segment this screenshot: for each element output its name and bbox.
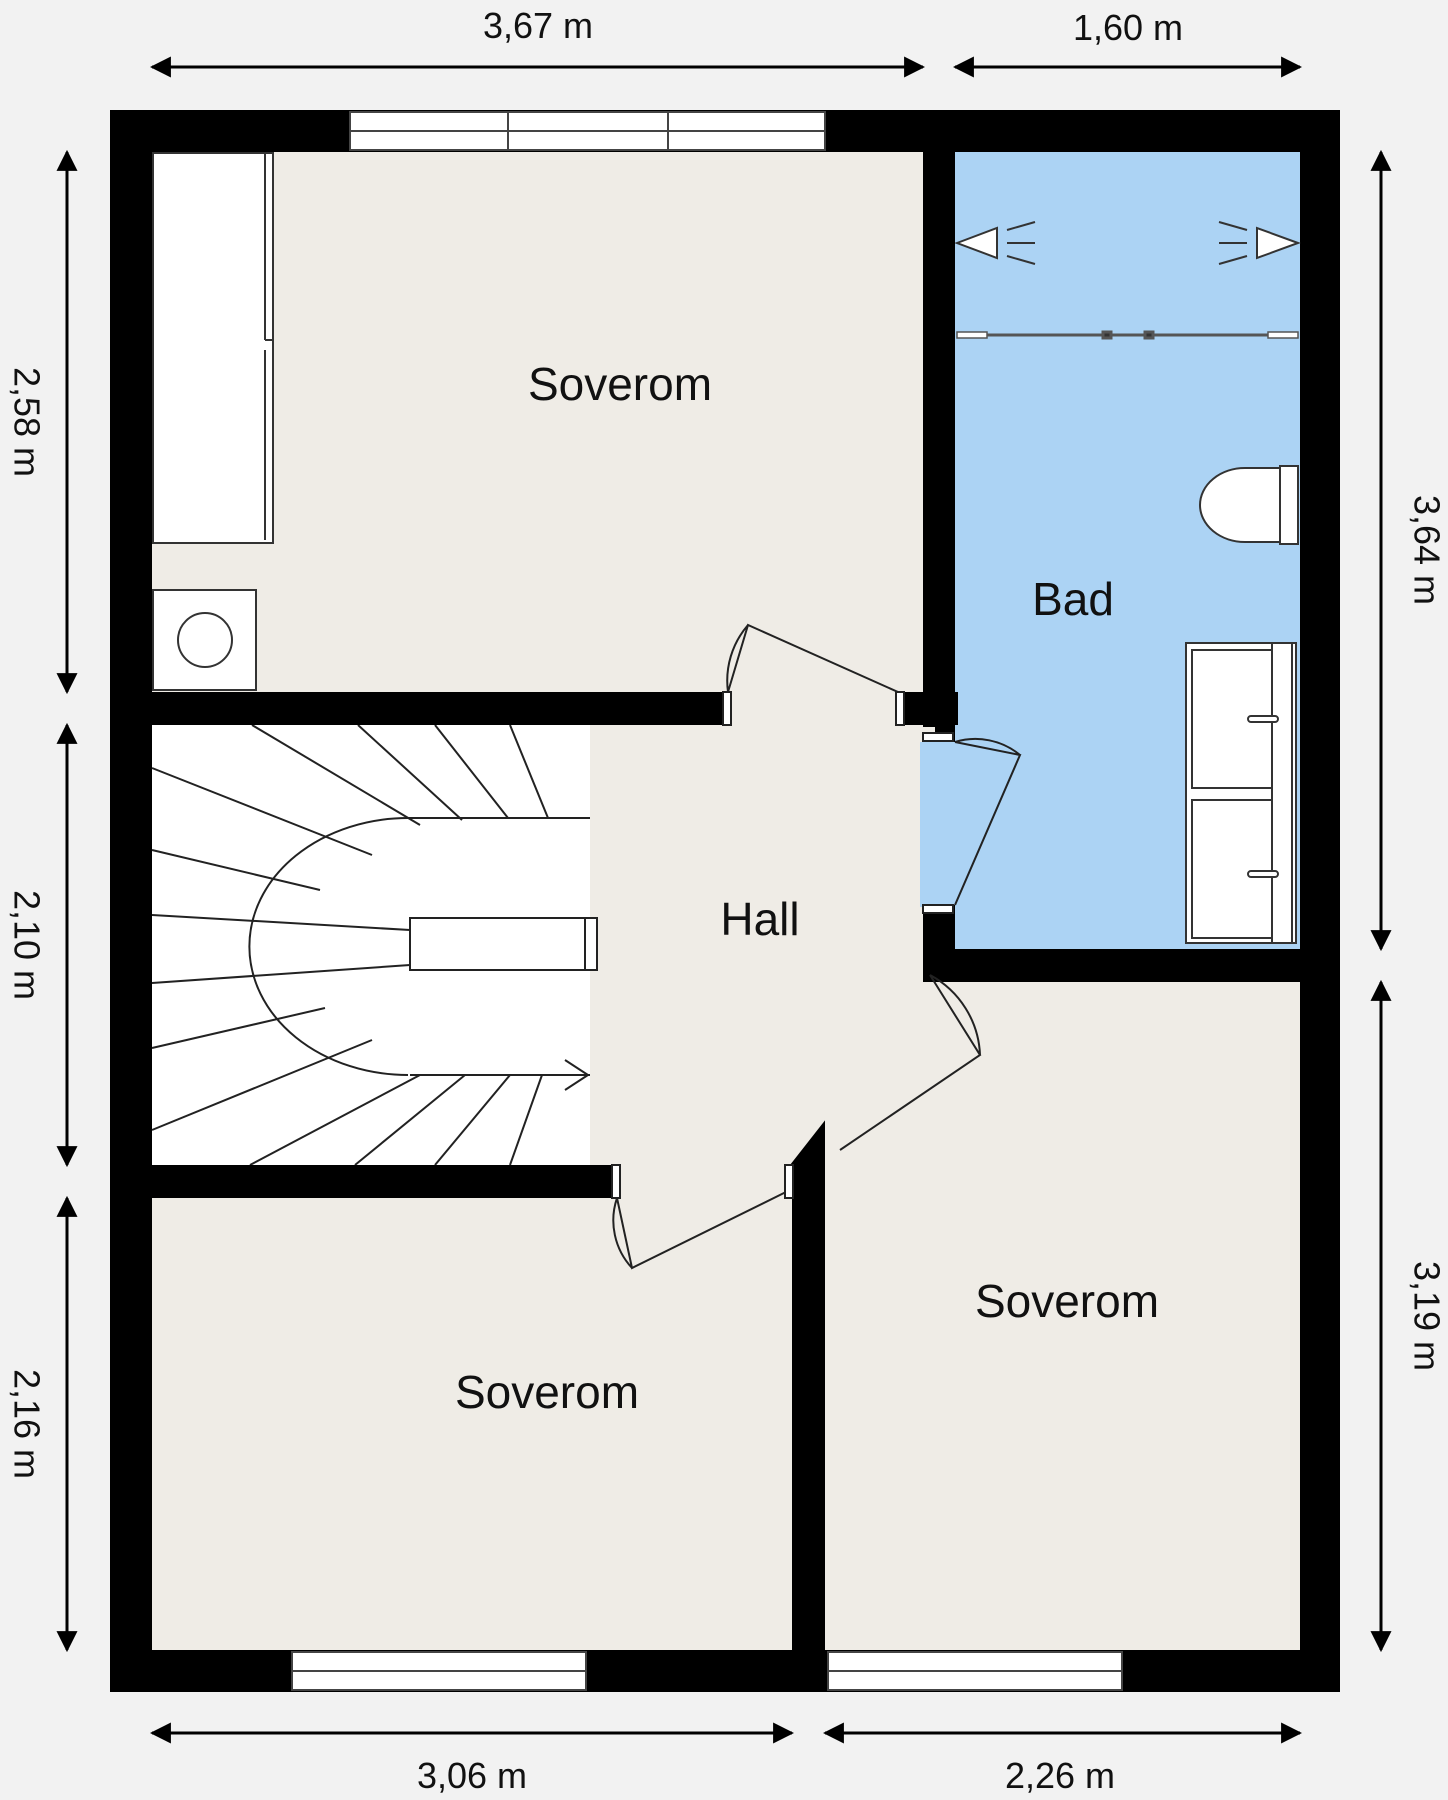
room-label-bathroom: Bad [1032,573,1114,625]
dimension-label-left-lower: 2,16 m [6,1369,47,1479]
door-gap-bedroom-top [728,690,898,728]
wardrobe [152,152,274,544]
dimension-label-bottom-right: 2,26 m [1005,1755,1115,1796]
dimension-lines [56,56,1392,1744]
room-floor-bedroom-top [152,152,924,692]
dimension-label-right-lower: 3,19 m [1406,1261,1447,1371]
door-bedroom-top [726,623,899,693]
dimension-label-left-middle: 2,10 m [6,890,47,1000]
shower-screen [956,330,1299,340]
door-gap-bathroom [920,742,960,907]
room-floor-bedroom-bottom-right [825,982,1300,1650]
dimension-label-top-right: 1,60 m [1073,7,1183,48]
dimension-label-top-left: 3,67 m [483,5,593,46]
interior-walls [152,152,1300,1650]
dimension-label-right-upper: 3,64 m [1406,495,1447,605]
room-label-bedroom-bottom-left: Soverom [455,1366,639,1418]
door-gap-bedroom-bottom-left [615,1162,790,1202]
door-bathroom [954,737,1022,906]
washing-machine-icon [152,589,257,691]
shower-light-icons [954,221,1301,265]
room-label-bedroom-top: Soverom [528,358,712,410]
door-jambs [611,691,954,1199]
room-floor-bedroom-bottom-left [152,1198,792,1650]
doors [612,623,1022,1270]
door-bedroom-bottom-right [839,974,982,1151]
dimension-label-bottom-left: 3,06 m [417,1755,527,1796]
room-label-bedroom-bottom-right: Soverom [975,1275,1159,1327]
vanity-cabinet [1185,642,1297,944]
windows [291,111,1123,1691]
room-label-hall: Hall [720,893,799,945]
door-bedroom-bottom-left [612,1189,791,1270]
staircase [151,724,598,1166]
toilet-icon [1199,465,1299,545]
dimension-label-left-upper: 2,58 m [6,367,47,477]
